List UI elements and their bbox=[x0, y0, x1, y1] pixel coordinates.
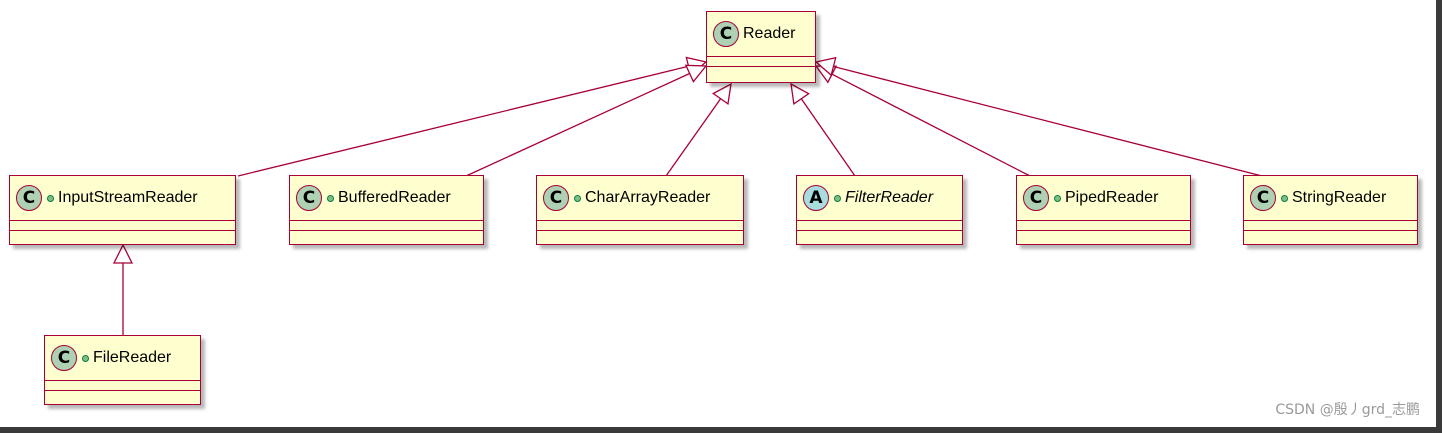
fields-section bbox=[797, 221, 962, 231]
fields-section bbox=[707, 57, 815, 67]
fields-section bbox=[45, 381, 200, 391]
class-reader[interactable]: C Reader bbox=[706, 11, 816, 83]
class-name: BufferedReader bbox=[338, 189, 451, 206]
methods-section bbox=[45, 391, 200, 400]
class-header: C PipedReader bbox=[1017, 176, 1190, 221]
fields-section bbox=[290, 221, 483, 231]
fields-section bbox=[1244, 221, 1417, 231]
class-icon: C bbox=[51, 345, 77, 371]
watermark: CSDN @殷丿grd_志鹏 bbox=[1275, 402, 1420, 418]
public-visibility-icon bbox=[1281, 194, 1288, 202]
class-pipedreader[interactable]: C PipedReader bbox=[1016, 175, 1191, 245]
class-header: C StringReader bbox=[1244, 176, 1417, 221]
methods-section bbox=[10, 231, 235, 240]
class-name: Reader bbox=[743, 25, 796, 42]
fields-section bbox=[10, 221, 235, 231]
public-visibility-icon bbox=[82, 354, 89, 362]
public-visibility-icon bbox=[834, 194, 841, 202]
fields-section bbox=[1017, 221, 1190, 231]
edge-stringreader-to-reader bbox=[833, 65, 1263, 177]
fields-section bbox=[537, 221, 743, 231]
class-icon: C bbox=[713, 21, 739, 47]
public-visibility-icon bbox=[327, 194, 334, 202]
class-icon: C bbox=[543, 185, 569, 211]
class-name: FilterReader bbox=[845, 189, 934, 206]
class-filterreader[interactable]: A FilterReader bbox=[796, 175, 963, 245]
class-icon: C bbox=[1023, 185, 1049, 211]
class-header: C BufferedReader bbox=[290, 176, 483, 221]
inheritance-arrowhead bbox=[112, 243, 134, 264]
abstract-class-icon: A bbox=[803, 185, 829, 211]
class-icon: C bbox=[1250, 185, 1276, 211]
class-name: FileReader bbox=[93, 349, 172, 366]
class-inputstreamreader[interactable]: C InputStreamReader bbox=[9, 175, 236, 245]
edge-pipedreader-to-reader bbox=[831, 73, 1031, 177]
class-header: C InputStreamReader bbox=[10, 176, 235, 221]
class-bufferedreader[interactable]: C BufferedReader bbox=[289, 175, 484, 245]
class-name: StringReader bbox=[1292, 189, 1387, 206]
inheritance-arrowhead bbox=[814, 56, 837, 77]
methods-section bbox=[1244, 231, 1417, 240]
methods-section bbox=[537, 231, 743, 240]
methods-section bbox=[290, 231, 483, 240]
edge-bufferedreader-to-reader bbox=[465, 72, 690, 177]
inheritance-arrowhead bbox=[790, 82, 810, 106]
public-visibility-icon bbox=[47, 194, 54, 202]
edge-filterreader-to-reader bbox=[800, 98, 856, 177]
public-visibility-icon bbox=[1054, 194, 1061, 202]
class-stringreader[interactable]: C StringReader bbox=[1243, 175, 1418, 245]
class-header: C FileReader bbox=[45, 336, 200, 381]
class-chararrayreader[interactable]: C CharArrayReader bbox=[536, 175, 744, 245]
class-icon: C bbox=[296, 185, 322, 211]
class-header: A FilterReader bbox=[797, 176, 962, 221]
class-icon: C bbox=[16, 185, 42, 211]
inheritance-arrowhead bbox=[712, 82, 732, 106]
public-visibility-icon bbox=[574, 194, 581, 202]
class-filereader[interactable]: C FileReader bbox=[44, 335, 201, 405]
class-name: InputStreamReader bbox=[58, 189, 198, 206]
inheritance-arrowhead bbox=[684, 64, 708, 83]
edge-chararrayreader-to-reader bbox=[665, 98, 722, 177]
methods-section bbox=[797, 231, 962, 240]
class-name: PipedReader bbox=[1065, 189, 1159, 206]
methods-section bbox=[707, 67, 815, 76]
class-header: C Reader bbox=[707, 12, 815, 57]
class-name: CharArrayReader bbox=[585, 189, 711, 206]
class-header: C CharArrayReader bbox=[537, 176, 743, 221]
methods-section bbox=[1017, 231, 1190, 240]
edge-inputstreamreader-to-reader bbox=[237, 65, 689, 177]
